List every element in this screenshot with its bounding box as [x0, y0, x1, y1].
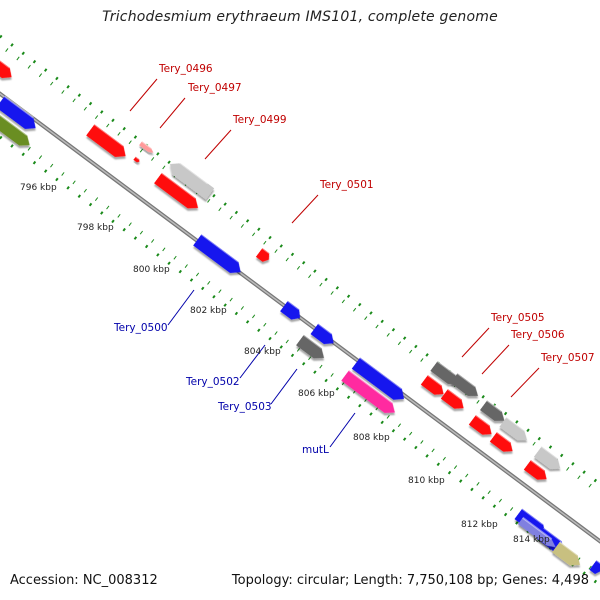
scale-label: 810 kbp [408, 476, 445, 486]
cds-feature-tery-0501[interactable] [255, 247, 272, 264]
scale-label: 808 kbp [353, 433, 390, 443]
feature-tery-0505[interactable] [430, 360, 461, 389]
gene-label-tery-0507[interactable]: Tery_0507 [540, 352, 595, 364]
scale-label: 806 kbp [298, 389, 335, 399]
callout-line [291, 194, 319, 224]
cds-feature-small[interactable] [133, 155, 140, 164]
feature-tery-0502[interactable] [296, 334, 328, 363]
callout-line [329, 412, 356, 448]
accession-text: Accession: NC_008312 [10, 573, 158, 588]
feature-track [0, 56, 600, 576]
cds-feature-tery-0507[interactable] [489, 431, 516, 456]
cds-feature-tery-0497[interactable] [139, 140, 155, 155]
callout-line [167, 289, 195, 326]
feature[interactable] [533, 445, 564, 473]
cds-feature-tery-0503[interactable] [351, 356, 408, 404]
other-feature[interactable] [0, 112, 34, 151]
gene-label-tery-0502[interactable]: Tery_0502 [185, 376, 240, 388]
cds-feature-tery-0500[interactable] [280, 300, 304, 323]
gene-label-tery-0501[interactable]: Tery_0501 [319, 179, 374, 191]
gene-label-tery-0500[interactable]: Tery_0500 [113, 322, 168, 334]
scale-label: 802 kbp [190, 306, 227, 316]
scale-labels: 796 kbp 798 kbp 800 kbp 802 kbp 804 kbp 806 k… [20, 183, 550, 545]
mutl-feature[interactable] [341, 369, 398, 417]
cds-feature[interactable] [468, 414, 495, 439]
gene-label-tery-0499[interactable]: Tery_0499 [232, 114, 287, 126]
label-callouts [129, 78, 540, 448]
scale-label: 804 kbp [244, 347, 281, 357]
cds-feature[interactable] [514, 507, 549, 540]
cds-feature[interactable] [589, 559, 600, 576]
scale-label: 796 kbp [20, 183, 57, 193]
map-title: Trichodesmium erythraeum IMS101, complet… [102, 9, 498, 25]
gc-track-1 [0, 34, 600, 486]
backbone [0, 91, 600, 544]
gc-track-inner-2 [0, 125, 600, 577]
cds-feature[interactable] [440, 388, 467, 413]
callout-line [159, 97, 186, 129]
feature-tery-0499[interactable] [166, 157, 215, 200]
cds-feature[interactable] [523, 459, 550, 484]
callout-line [129, 78, 158, 112]
scale-label: 814 kbp [513, 535, 550, 545]
scale-label: 798 kbp [77, 223, 114, 233]
gc-track-2 [0, 135, 600, 587]
scale-label: 812 kbp [461, 520, 498, 530]
other-feature[interactable] [552, 541, 584, 570]
callout-line [510, 367, 540, 398]
callout-line [270, 368, 298, 405]
cds-feature[interactable] [420, 374, 447, 399]
cds-feature[interactable] [310, 322, 337, 349]
cds-feature[interactable] [193, 233, 245, 277]
gene-label-mutl[interactable]: mutL [302, 444, 329, 456]
feature-tery-0505b[interactable] [450, 372, 481, 401]
callout-line [481, 344, 510, 375]
callout-line [239, 344, 266, 379]
gene-label-tery-0505[interactable]: Tery_0505 [490, 312, 545, 324]
cds-feature[interactable] [154, 172, 202, 213]
feature-tery-0506b[interactable] [499, 416, 530, 445]
cds-feature[interactable] [517, 516, 558, 551]
cds-feature[interactable] [0, 56, 16, 83]
gene-label-tery-0506[interactable]: Tery_0506 [510, 329, 565, 341]
cds-feature[interactable] [0, 95, 40, 134]
callout-line [204, 129, 232, 160]
gene-label-tery-0503[interactable]: Tery_0503 [217, 401, 272, 413]
callout-line [461, 327, 490, 358]
gene-label-tery-0496[interactable]: Tery_0496 [158, 63, 213, 75]
feature-tery-0506[interactable] [479, 399, 508, 425]
scale-label: 800 kbp [133, 265, 170, 275]
gene-label-tery-0497[interactable]: Tery_0497 [187, 82, 242, 94]
cds-feature-tery-0496[interactable] [86, 123, 130, 162]
gc-content-tracks [0, 34, 600, 587]
topology-summary: Topology: circular; Length: 7,750,108 bp… [231, 573, 589, 588]
gene-labels: Tery_0496Tery_0497Tery_0499Tery_0501Tery… [113, 63, 595, 456]
